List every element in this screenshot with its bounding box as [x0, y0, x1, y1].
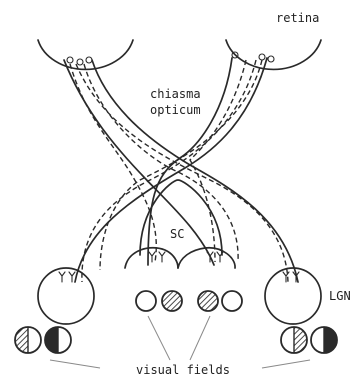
retina-label: retina: [276, 11, 319, 25]
left-retina: [38, 40, 133, 69]
sc-label: SC: [170, 227, 184, 241]
visual-field-right-pair: [281, 327, 337, 353]
right-lgn: [265, 268, 321, 324]
left-lgn: [38, 268, 94, 324]
lgn-label: LGN: [329, 289, 351, 303]
visual-fields-label: visual fields: [136, 363, 230, 377]
right-retina: [226, 40, 321, 69]
chiasma-label-line2: opticum: [150, 103, 201, 117]
visual-field-left-pair: [15, 327, 71, 353]
chiasma-label-line1: chiasma: [150, 87, 201, 101]
superior-colliculus: [125, 248, 235, 268]
visual-field-center-discs: [136, 291, 242, 311]
visual-fields-pointers: [50, 316, 310, 368]
left-retina-ganglion-cells: [67, 57, 92, 65]
